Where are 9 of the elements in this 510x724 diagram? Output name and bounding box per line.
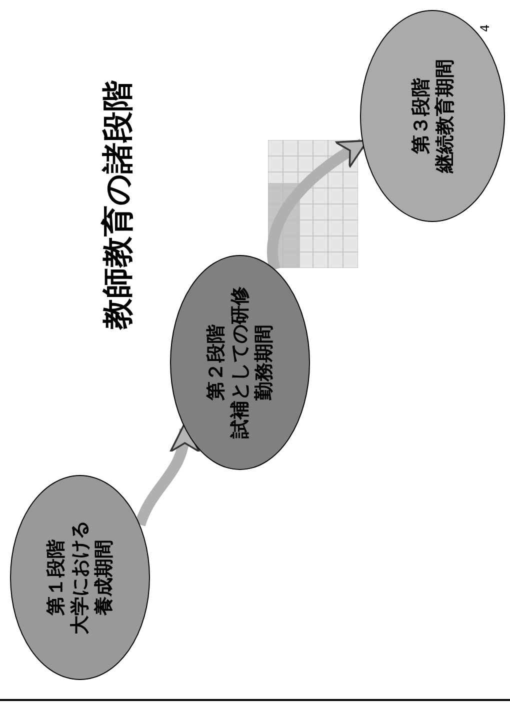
curved-arrow	[134, 422, 199, 527]
stage-heading: 第２段階	[204, 324, 228, 400]
stage-heading: 第３段階	[408, 78, 432, 154]
stage-description: 継続教育期間	[432, 59, 456, 173]
stage-heading: 第１段階	[44, 540, 68, 616]
title: 教師教育の諸段階	[99, 80, 137, 332]
stage-description: 試補としての研修勤務期間	[228, 286, 276, 441]
stage-description: 大学における養成期間	[68, 520, 116, 636]
page-number: 4	[478, 24, 492, 32]
